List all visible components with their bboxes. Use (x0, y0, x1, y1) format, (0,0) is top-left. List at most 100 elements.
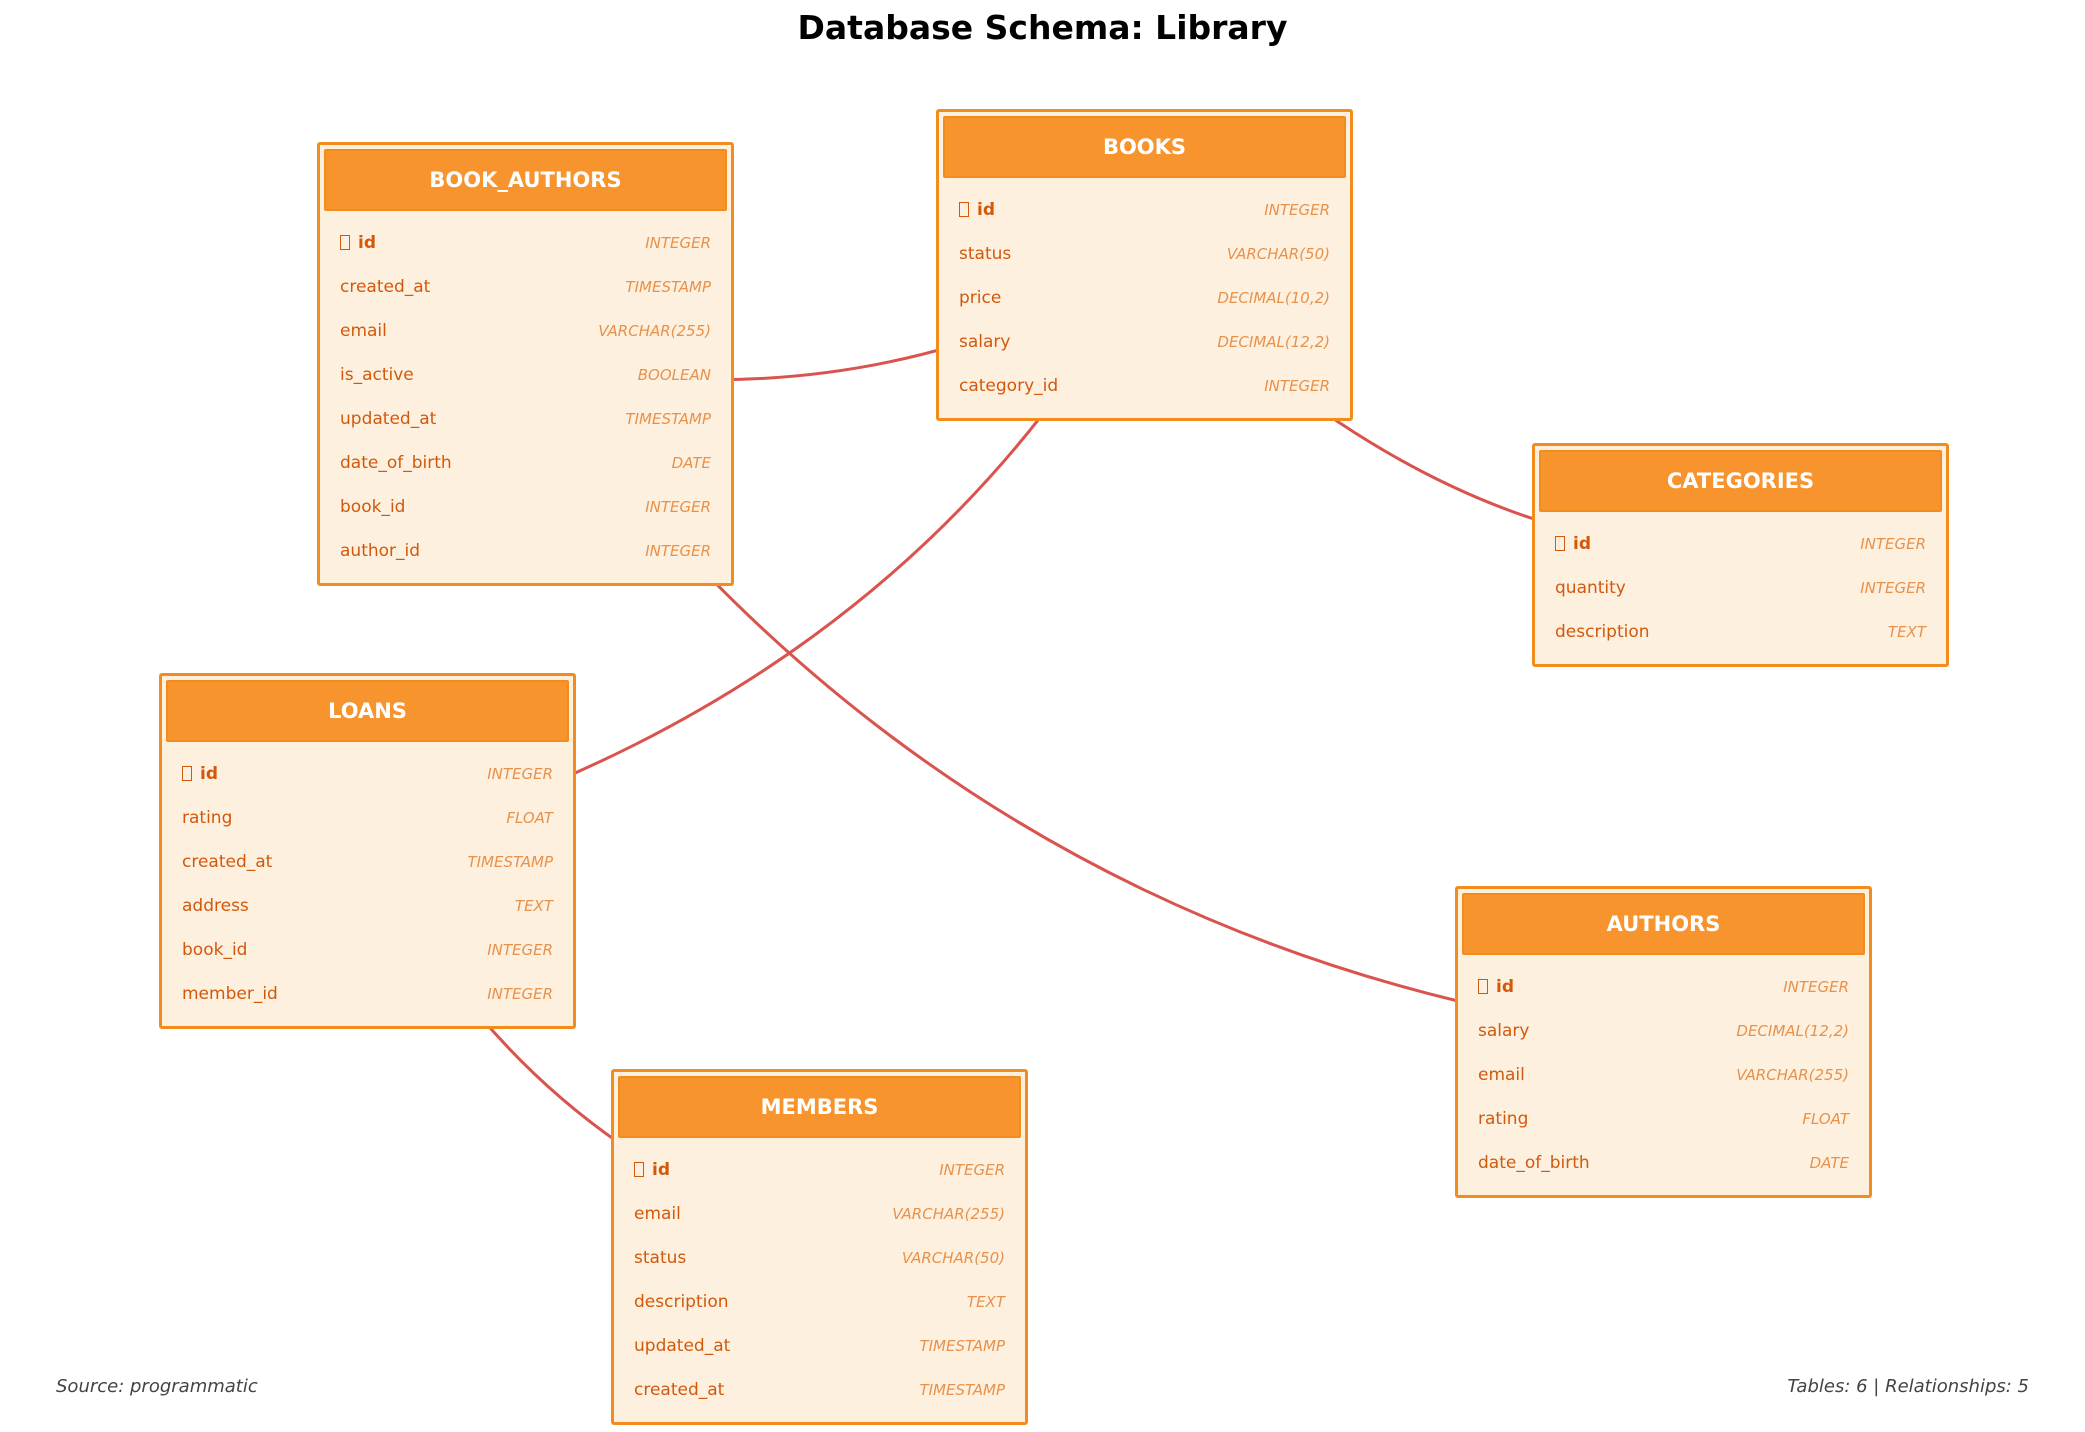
primary-key-column: id (1555, 534, 1591, 554)
column-type: INTEGER (1860, 579, 1926, 597)
table-header: MEMBERS (618, 1076, 1021, 1138)
column-name: id (358, 233, 376, 253)
column-type: DECIMAL(12,2) (1736, 1022, 1849, 1040)
column-name: status (634, 1248, 687, 1268)
column-name: price (959, 288, 1002, 308)
column-row: id INTEGER (634, 1148, 1005, 1192)
column-row: updated_at TIMESTAMP (340, 397, 711, 441)
column-name: created_at (182, 852, 273, 872)
table-authors[interactable]: AUTHORS id INTEGER salary DECIMAL(12,2) email… (1455, 886, 1872, 1198)
column-name: salary (959, 332, 1011, 352)
column-name: member_id (182, 984, 278, 1004)
column-type: INTEGER (1783, 978, 1849, 996)
source-note: Source: programmatic (56, 1376, 258, 1397)
column-row: quantity INTEGER (1555, 566, 1926, 610)
column-type: INTEGER (487, 941, 553, 959)
column-row: book_id INTEGER (182, 928, 553, 972)
column-name: updated_at (340, 409, 437, 429)
primary-key-column: id (1478, 977, 1514, 997)
column-type: DATE (671, 454, 711, 472)
column-type: TIMESTAMP (625, 410, 711, 428)
table-header: AUTHORS (1462, 893, 1865, 955)
column-row: category_id INTEGER (959, 364, 1330, 408)
column-type: INTEGER (487, 765, 553, 783)
column-name: is_active (340, 365, 414, 385)
column-type: FLOAT (1802, 1110, 1849, 1128)
column-row: id INTEGER (340, 221, 711, 265)
key-icon (1478, 979, 1488, 994)
column-name: quantity (1555, 578, 1626, 598)
column-type: INTEGER (487, 985, 553, 1003)
column-row: member_id INTEGER (182, 972, 553, 1016)
key-icon (340, 235, 350, 250)
column-type: TIMESTAMP (919, 1381, 1005, 1399)
column-type: INTEGER (939, 1161, 1005, 1179)
column-row: rating FLOAT (182, 796, 553, 840)
column-type: BOOLEAN (637, 366, 711, 384)
column-row: status VARCHAR(50) (959, 232, 1330, 276)
column-type: VARCHAR(255) (598, 322, 711, 340)
column-row: id INTEGER (1478, 965, 1849, 1009)
column-row: description TEXT (634, 1280, 1005, 1324)
column-type: TIMESTAMP (467, 853, 553, 871)
column-name: id (1496, 977, 1514, 997)
column-name: book_id (340, 497, 406, 517)
key-icon (959, 202, 969, 217)
column-row: rating FLOAT (1478, 1097, 1849, 1141)
column-name: salary (1478, 1021, 1530, 1041)
column-type: DATE (1809, 1154, 1849, 1172)
column-name: description (1555, 622, 1650, 642)
table-stats: Tables: 6 | Relationships: 5 (1787, 1376, 2029, 1397)
column-name: author_id (340, 541, 421, 561)
column-name: email (1478, 1065, 1525, 1085)
column-name: rating (182, 808, 233, 828)
primary-key-column: id (634, 1160, 670, 1180)
page-title: Database Schema: Library (797, 8, 1288, 47)
primary-key-column: id (340, 233, 376, 253)
column-type: VARCHAR(50) (1226, 245, 1330, 263)
primary-key-column: id (959, 200, 995, 220)
column-type: INTEGER (1264, 201, 1330, 219)
key-icon (1555, 536, 1565, 551)
column-name: id (1573, 534, 1591, 554)
column-type: VARCHAR(255) (892, 1205, 1005, 1223)
column-name: status (959, 244, 1012, 264)
column-name: date_of_birth (1478, 1153, 1590, 1173)
column-type: INTEGER (645, 542, 711, 560)
column-type: FLOAT (506, 809, 553, 827)
column-name: id (977, 200, 995, 220)
column-name: updated_at (634, 1336, 731, 1356)
column-name: book_id (182, 940, 248, 960)
column-type: INTEGER (1860, 535, 1926, 553)
column-name: rating (1478, 1109, 1529, 1129)
column-type: TIMESTAMP (919, 1337, 1005, 1355)
column-name: email (340, 321, 387, 341)
column-name: email (634, 1204, 681, 1224)
column-name: description (634, 1292, 729, 1312)
column-row: date_of_birth DATE (1478, 1141, 1849, 1185)
column-name: id (652, 1160, 670, 1180)
table-header: BOOKS (943, 116, 1346, 178)
column-type: INTEGER (1264, 377, 1330, 395)
column-type: TIMESTAMP (625, 278, 711, 296)
key-icon (182, 766, 192, 781)
table-header: LOANS (166, 680, 569, 742)
column-row: author_id INTEGER (340, 529, 711, 573)
key-icon (634, 1162, 644, 1177)
column-type: TEXT (514, 897, 553, 915)
column-type: TEXT (966, 1293, 1005, 1311)
column-name: category_id (959, 376, 1059, 396)
column-name: date_of_birth (340, 453, 452, 473)
column-type: INTEGER (645, 234, 711, 252)
